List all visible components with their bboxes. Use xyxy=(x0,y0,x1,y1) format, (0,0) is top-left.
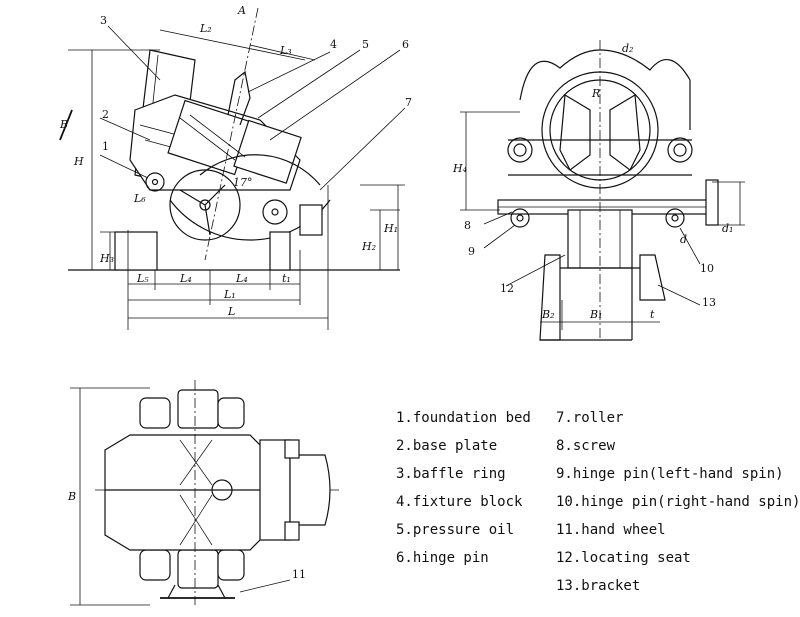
callout-6: 6 xyxy=(402,38,409,51)
dim-L4-right: L₄ xyxy=(235,272,248,285)
callout-7: 7 xyxy=(405,96,412,109)
callout-3: 3 xyxy=(100,14,107,27)
callout-5: 5 xyxy=(362,38,369,51)
callout-8: 8 xyxy=(464,219,471,232)
legend-item: 11.hand wheel xyxy=(556,522,666,538)
dim-H2: H₂ xyxy=(361,240,376,253)
legend-item: 3.baffle ring xyxy=(396,466,506,482)
dim-B2: B₂ xyxy=(541,308,555,321)
legend-item: 2.base plate xyxy=(396,438,498,454)
dim-L6: L₆ xyxy=(133,192,146,205)
legend-item: 5.pressure oil xyxy=(396,522,515,538)
legend-item: 12.locating seat xyxy=(556,550,691,566)
callout-10: 10 xyxy=(700,262,714,275)
legend-item: 8.screw xyxy=(556,438,616,454)
legend-column-right: 7.roller 8.screw 9.hinge pin(left-hand s… xyxy=(556,404,800,600)
callout-12: 12 xyxy=(500,282,514,295)
dim-A: A xyxy=(237,4,246,17)
dim-d2: d₂ xyxy=(622,42,633,55)
legend-item: 6.hinge pin xyxy=(396,550,489,566)
dim-H3: H₃ xyxy=(99,252,114,265)
dim-L2: L₂ xyxy=(199,22,212,35)
dim-H: H xyxy=(73,155,84,168)
dim-d: d xyxy=(680,233,687,246)
callout-1: 1 xyxy=(102,140,109,153)
front-view: 8 9 12 10 13 d₂ R H₄ d d₁ B₂ B₁ t xyxy=(452,40,745,341)
legend-item: 13.bracket xyxy=(556,578,641,594)
legend-item: 4.fixture block xyxy=(396,494,523,510)
dim-L5: L₅ xyxy=(136,272,149,285)
dim-t: t xyxy=(650,308,655,321)
legend-item: 10.hinge pin(right-hand spin) xyxy=(556,494,800,510)
callout-2: 2 xyxy=(102,108,109,121)
callout-13: 13 xyxy=(702,296,716,309)
dim-B1: B₁ xyxy=(589,308,603,321)
callout-9: 9 xyxy=(468,245,475,258)
dim-L3: L₃ xyxy=(279,44,292,57)
dim-angle: 17° xyxy=(233,176,253,189)
callout-11: 11 xyxy=(292,568,306,581)
dim-B: B xyxy=(59,118,68,131)
side-view: 3 4 5 6 7 2 1 A B H L₂ L₃ L₆ 17° H₃ H₂ H… xyxy=(59,4,412,330)
top-view: 11 B xyxy=(67,380,340,606)
legend-item: 9.hinge pin(left-hand spin) xyxy=(556,466,784,482)
dim-B-top: B xyxy=(67,490,76,503)
legend-item: 1.foundation bed xyxy=(396,410,531,426)
legend-column-left: 1.foundation bed 2.base plate 3.baffle r… xyxy=(396,404,531,572)
dim-d1: d₁ xyxy=(722,222,733,235)
dim-H4: H₄ xyxy=(452,162,467,175)
callout-4: 4 xyxy=(330,38,337,51)
dim-L: L xyxy=(227,305,235,318)
dim-L1: L₁ xyxy=(223,288,236,301)
dim-t1: t₁ xyxy=(282,272,291,285)
dim-L4-left: L₄ xyxy=(179,272,192,285)
dim-R: R xyxy=(591,87,600,100)
parts-legend: 1.foundation bed 2.base plate 3.baffle r… xyxy=(396,404,800,604)
dim-H1: H₁ xyxy=(383,222,398,235)
legend-item: 7.roller xyxy=(556,410,624,426)
